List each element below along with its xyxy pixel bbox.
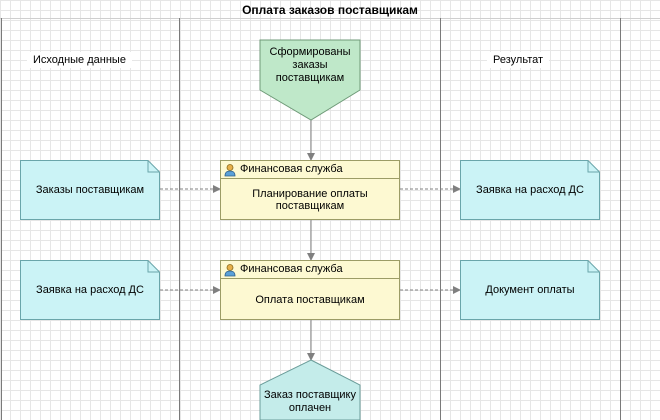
task-name: Оплата поставщикам [255, 293, 365, 306]
start-event-label: Сформированы заказы поставщикам [269, 45, 351, 84]
document-label: Заявка на расход ДС [476, 184, 584, 196]
document-label: Заказы поставщикам [35, 184, 145, 196]
user-icon [224, 163, 236, 176]
task-performer-row: Финансовая служба [221, 261, 399, 279]
lane-header-inputs: Исходные данные [27, 52, 132, 68]
lane-header-results: Результат [487, 52, 550, 68]
lane-divider-2 [440, 18, 441, 420]
task-planning-payment[interactable]: Финансовая служба Планирование оплаты по… [220, 160, 400, 220]
task-name: Планирование оплаты поставщикам [252, 187, 368, 212]
diagram-title: Оплата заказов поставщикам [242, 3, 418, 17]
lane-divider-left-edge [1, 18, 2, 420]
document-shape [460, 160, 600, 220]
end-event-label: Заказ поставщику оплачен [264, 389, 356, 414]
input-document-expense-request[interactable]: Заявка на расход ДС [20, 260, 160, 320]
document-shape [20, 260, 160, 320]
user-icon [224, 263, 236, 276]
document-shape [460, 260, 600, 320]
document-shape [20, 160, 160, 220]
task-performer: Финансовая служба [240, 163, 343, 175]
output-document-expense-request[interactable]: Заявка на расход ДС [460, 160, 600, 220]
title-divider [0, 18, 660, 19]
task-performer: Финансовая служба [240, 263, 343, 275]
lane-divider-3 [620, 18, 621, 420]
lane-divider-1 [179, 18, 180, 420]
document-label: Документ оплаты [485, 284, 575, 296]
document-label: Заявка на расход ДС [36, 284, 144, 296]
output-document-payment[interactable]: Документ оплаты [460, 260, 600, 320]
task-payment[interactable]: Финансовая служба Оплата поставщикам [220, 260, 400, 320]
task-performer-row: Финансовая служба [221, 161, 399, 179]
input-document-orders[interactable]: Заказы поставщикам [20, 160, 160, 220]
